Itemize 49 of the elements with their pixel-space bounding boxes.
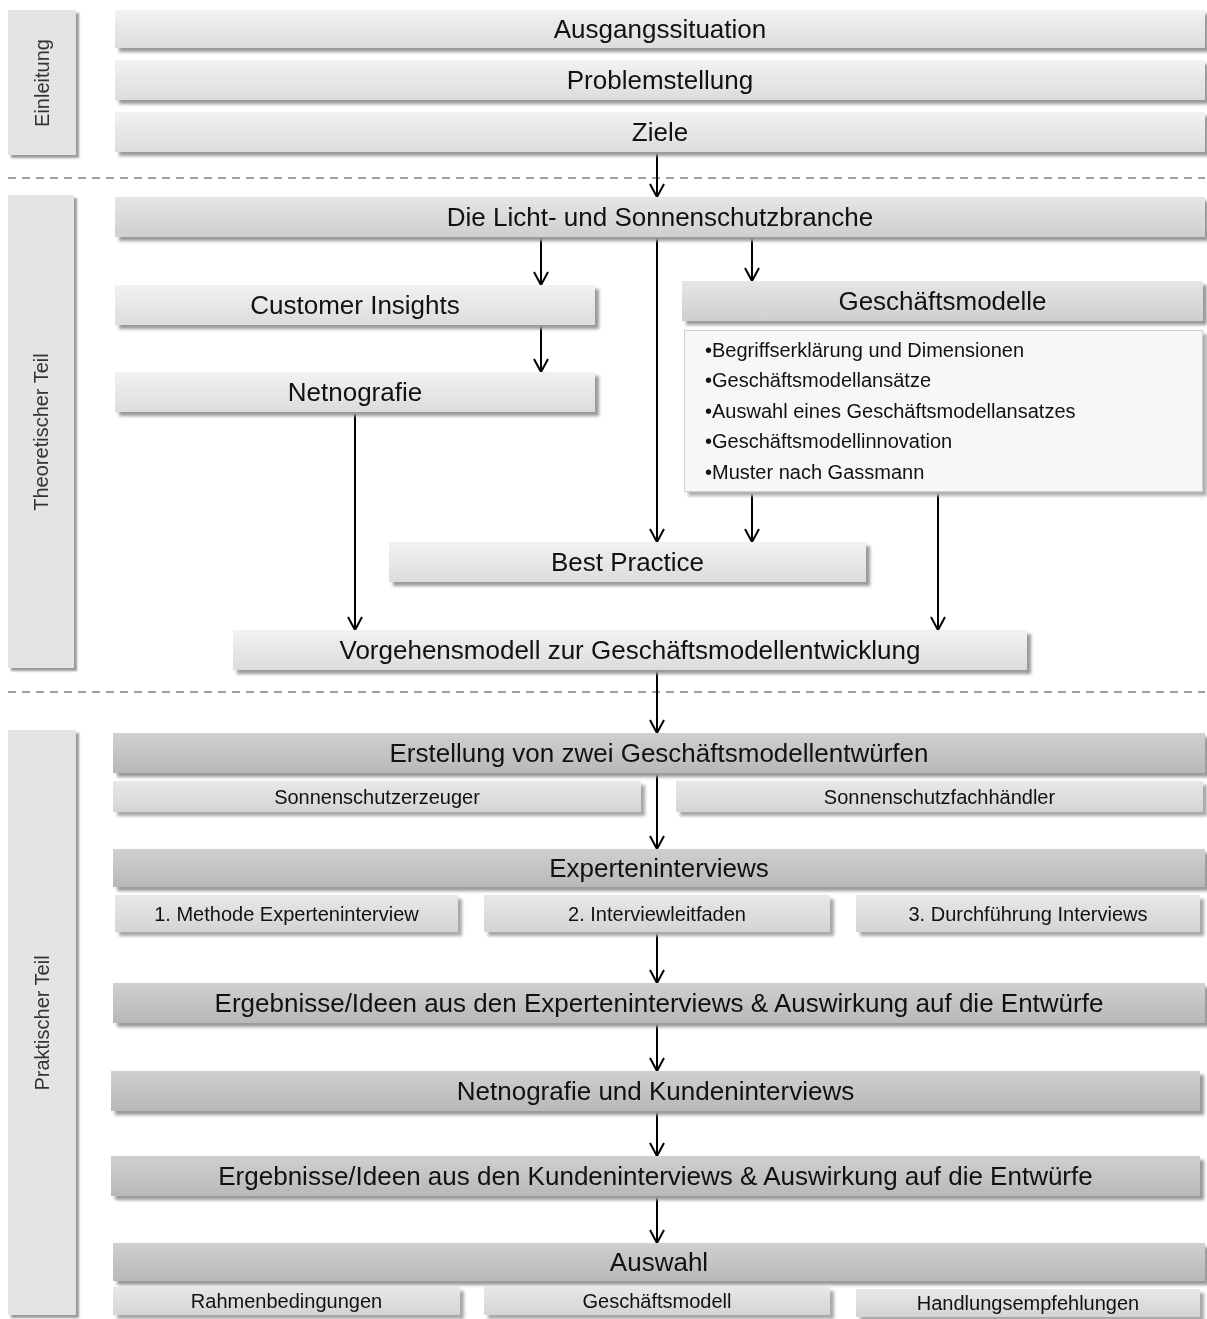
process-box: Erstellung von zwei Geschäftsmodellentwürfen (113, 733, 1205, 773)
process-box: Best Practice (389, 542, 866, 582)
arrow (649, 236, 665, 543)
arrow (744, 491, 760, 543)
arrow (533, 236, 549, 286)
process-box: Ziele (115, 112, 1205, 152)
process-box: Netnografie und Kundeninterviews (111, 1071, 1200, 1111)
arrow (649, 669, 665, 734)
sub-step-box: 2. Interviewleitfaden (484, 895, 830, 932)
section-band (8, 195, 74, 668)
process-box: Problemstellung (115, 60, 1205, 100)
bullet-list-box (684, 330, 1203, 492)
arrow (649, 1195, 665, 1244)
arrow (533, 324, 549, 373)
arrow (649, 1022, 665, 1072)
arrow (649, 772, 665, 850)
sub-step-box: Geschäftsmodell (484, 1287, 830, 1315)
process-box: Ausgangssituation (115, 10, 1205, 48)
arrow (649, 151, 665, 198)
process-box: Ergebnisse/Ideen aus den Experteninterviews & Auswirkung auf die Entwürfe (113, 983, 1205, 1023)
arrow (744, 236, 760, 282)
section-band (8, 10, 76, 155)
bullet-item: •Begriffserklärung und Dimensionen (705, 337, 1026, 363)
bullet-item: •Geschäftsmodellansätze (705, 368, 932, 394)
sub-step-box: Sonnenschutzfachhändler (676, 781, 1203, 812)
sub-step-box: Handlungsempfehlungen (856, 1289, 1200, 1317)
process-box: Experteninterviews (113, 849, 1205, 887)
process-box: Customer Insights (115, 285, 595, 325)
process-box: Ergebnisse/Ideen aus den Kundeninterviews & Auswirkung auf die Entwürfe (111, 1156, 1200, 1196)
sub-step-box: Sonnenschutzerzeuger (113, 781, 641, 812)
sub-step-box: Rahmenbedingungen (113, 1287, 460, 1315)
section-label: Theoretischer Teil (30, 352, 52, 511)
arrow (649, 1110, 665, 1157)
process-box: Vorgehensmodell zur Geschäftsmodellentwicklung (233, 630, 1027, 670)
arrow (649, 931, 665, 984)
process-box: Netnografie (115, 372, 595, 412)
process-box: Auswahl (113, 1243, 1205, 1281)
bullet-item: •Geschäftsmodellinnovation (705, 429, 954, 455)
arrow (930, 491, 946, 631)
section-label: Einleitung (31, 38, 53, 127)
section-label: Praktischer Teil (31, 954, 53, 1091)
section-band (8, 730, 76, 1315)
arrow (347, 411, 363, 631)
sub-step-box: 1. Methode Experteninterview (115, 895, 458, 932)
process-box: Geschäftsmodelle (682, 281, 1203, 321)
bullet-item: •Muster nach Gassmann (705, 459, 926, 485)
process-box: Die Licht- und Sonnenschutzbranche (115, 197, 1205, 237)
bullet-item: •Auswahl eines Geschäftsmodellansatzes (705, 398, 1077, 424)
sub-step-box: 3. Durchführung Interviews (856, 895, 1200, 932)
